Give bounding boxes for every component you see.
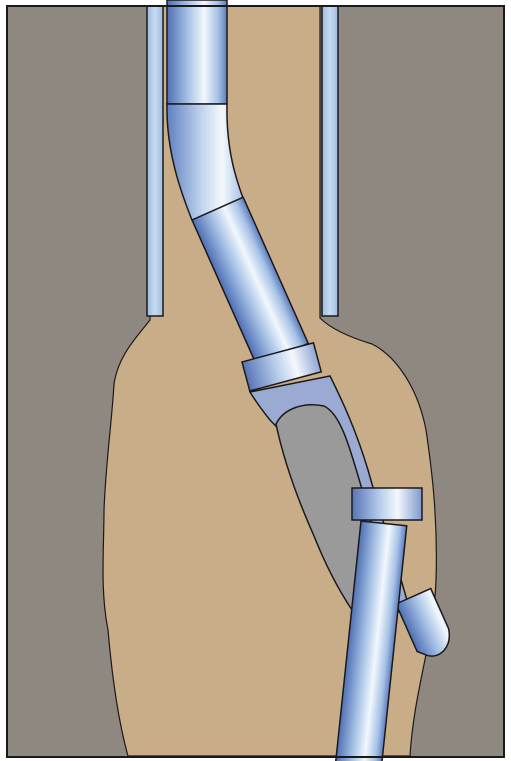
casing-left [147, 6, 163, 316]
lower-collar [352, 488, 422, 520]
casing-right [322, 6, 338, 316]
upper-drill-pipe [167, 0, 227, 104]
